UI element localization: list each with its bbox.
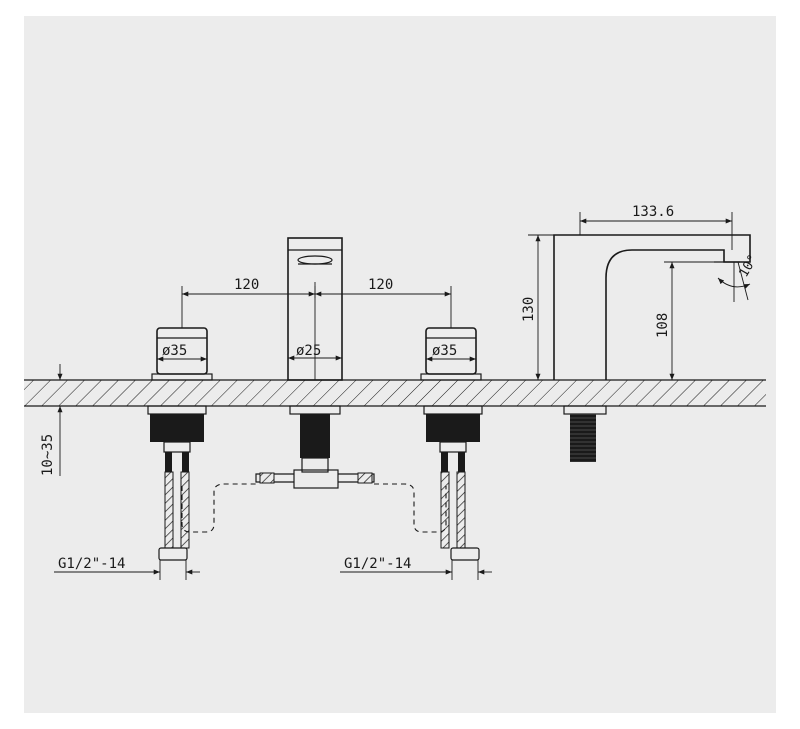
thread-dimension-right: G1/2"-14 [340, 556, 492, 580]
deck-section [24, 379, 766, 407]
thread-left-label: G1/2"-14 [58, 556, 125, 572]
right-handle-diameter-dimension: ø35 [426, 343, 476, 362]
hose-connections [181, 483, 447, 533]
outlet-angle-label: 10° [736, 252, 761, 280]
right-handle-diameter-label: ø35 [432, 343, 457, 359]
spacing-left-label: 120 [234, 277, 259, 293]
centre-spout [255, 237, 375, 489]
spout-diameter-label: ø25 [296, 343, 321, 359]
technical-drawing: 10~35 ø35 ø25 [24, 204, 766, 580]
left-handle-diameter-dimension: ø35 [157, 343, 207, 362]
outlet-height-dimension: 108 [655, 261, 716, 380]
overall-height-dimension: 130 [521, 234, 554, 380]
outlet-height-label: 108 [655, 313, 671, 338]
right-handle [420, 327, 483, 561]
spout-reach-label: 133.6 [632, 204, 674, 220]
side-view-spout [553, 234, 751, 462]
spacing-right-label: 120 [368, 277, 393, 293]
deck-thickness-dimension: 10~35 [40, 364, 72, 476]
left-handle-diameter-label: ø35 [162, 343, 187, 359]
deck-thickness-label: 10~35 [40, 434, 56, 476]
spacing-dimension: 120 120 [181, 277, 452, 328]
thread-right-label: G1/2"-14 [344, 556, 411, 572]
spout-reach-dimension: 133.6 [579, 204, 733, 250]
left-handle [147, 327, 213, 561]
overall-height-label: 130 [521, 297, 537, 322]
thread-dimension-left: G1/2"-14 [54, 556, 200, 580]
spout-diameter-dimension: ø25 [288, 282, 342, 380]
drawing-panel: 10~35 ø35 ø25 [24, 16, 776, 713]
